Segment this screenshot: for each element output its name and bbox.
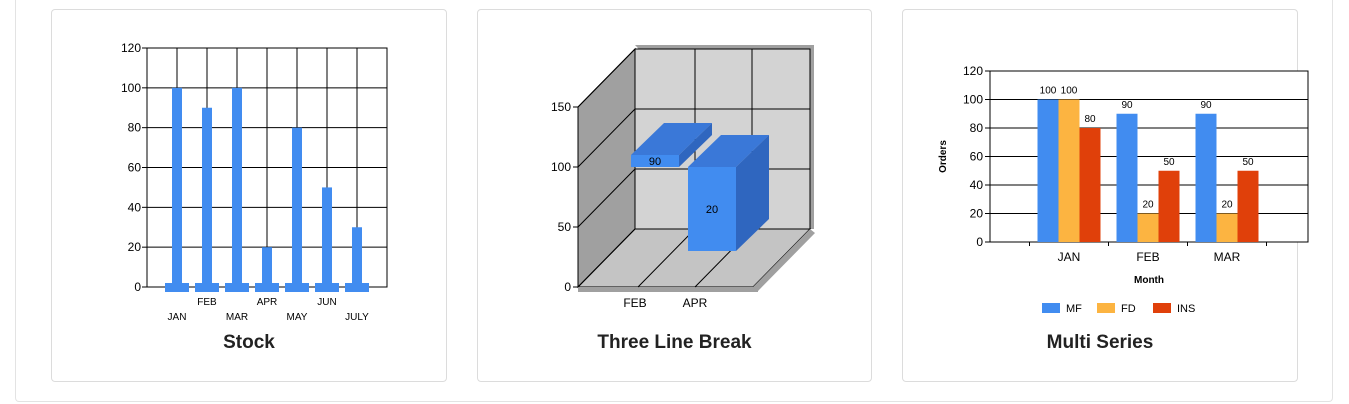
bar [352,227,362,287]
box-side [736,135,769,251]
data-label: 20 [1142,200,1154,211]
x-tick-label: FEB [197,297,217,308]
y-tick-label: 50 [558,220,572,234]
bar-base [345,283,369,292]
x-tick-label: JUN [317,297,336,308]
x-tick-label: FEB [623,296,646,310]
bar [1137,213,1159,242]
bar-base [255,283,279,292]
y-tick-label: 120 [121,41,141,55]
multi-series-title: Multi Series [1046,332,1154,353]
x-tick-label: MAR [1214,250,1241,264]
bar [262,247,272,287]
bar [1058,99,1080,242]
legend-swatch [1153,303,1171,313]
y-tick-label: 100 [121,81,141,95]
y-tick-label: 20 [970,207,984,221]
gridline-side [577,168,636,228]
box-label: 90 [649,156,661,168]
y-tick-label: 0 [564,280,571,294]
legend-swatch [1097,303,1115,313]
bar [1216,213,1238,242]
data-label: 20 [1221,200,1233,211]
y-tick-label: 60 [128,161,142,175]
data-label: 90 [1200,100,1212,111]
box-label: 20 [706,204,718,216]
y-tick-label: 40 [970,178,984,192]
bar [1116,113,1138,242]
data-label: 90 [1121,100,1133,111]
box-top [631,123,712,155]
gridline-side [577,228,636,288]
legend-label: MF [1066,303,1082,315]
y-tick-label: 80 [970,121,984,135]
y-tick-label: 80 [128,121,142,135]
data-label: 100 [1061,86,1078,97]
chart-panel [15,0,1333,402]
floor-shadow-edge [753,229,815,291]
data-label: 50 [1242,157,1254,168]
legend-label: INS [1177,303,1195,315]
bar [1237,170,1259,242]
box-side [679,123,712,167]
x-tick-label: MAY [287,312,308,323]
bar [172,87,182,287]
bar [322,187,332,287]
y-tick-label: 40 [128,200,142,214]
y-tick-label: 0 [134,280,141,294]
legend-swatch [1042,303,1060,313]
y-tick-label: 120 [963,64,983,78]
x-tick-label: FEB [1136,250,1159,264]
x-tick-label: JAN [168,312,187,323]
gridline-floor [637,228,696,288]
floor-shadow-front [578,287,758,292]
bar-base [195,283,219,292]
bar-base [165,283,189,292]
y-tick-label: 150 [551,100,571,114]
three-line-break-title: Three Line Break [597,332,752,353]
bar [232,87,242,287]
x-axis-title: Month [1134,275,1164,286]
bar-base [225,283,249,292]
data-label: 100 [1040,86,1057,97]
y-tick-label: 100 [551,160,571,174]
y-tick-label: 0 [976,235,983,249]
bar-base [315,283,339,292]
bar [1195,113,1217,242]
box-front [688,167,736,251]
bar [292,127,302,288]
x-tick-label: APR [683,296,708,310]
box-top [688,135,769,167]
gridline-side [577,48,636,108]
box-front [631,155,679,167]
x-tick-label: MAR [226,312,248,323]
y-axis-title: Orders [938,140,949,173]
data-label: 80 [1084,114,1096,125]
data-label: 50 [1163,157,1175,168]
x-tick-label: JAN [1058,250,1081,264]
bar [1079,128,1101,242]
x-tick-label: JULY [345,312,369,323]
stock-title: Stock [223,332,275,353]
x-tick-label: APR [257,297,278,308]
bar [202,107,212,287]
y-tick-label: 100 [963,93,983,107]
gridline-side [577,108,636,168]
legend-label: FD [1121,303,1136,315]
y-tick-label: 60 [970,150,984,164]
y-tick-label: 20 [128,240,142,254]
bar [1158,170,1180,242]
bar [1037,99,1059,242]
bar-base [285,283,309,292]
